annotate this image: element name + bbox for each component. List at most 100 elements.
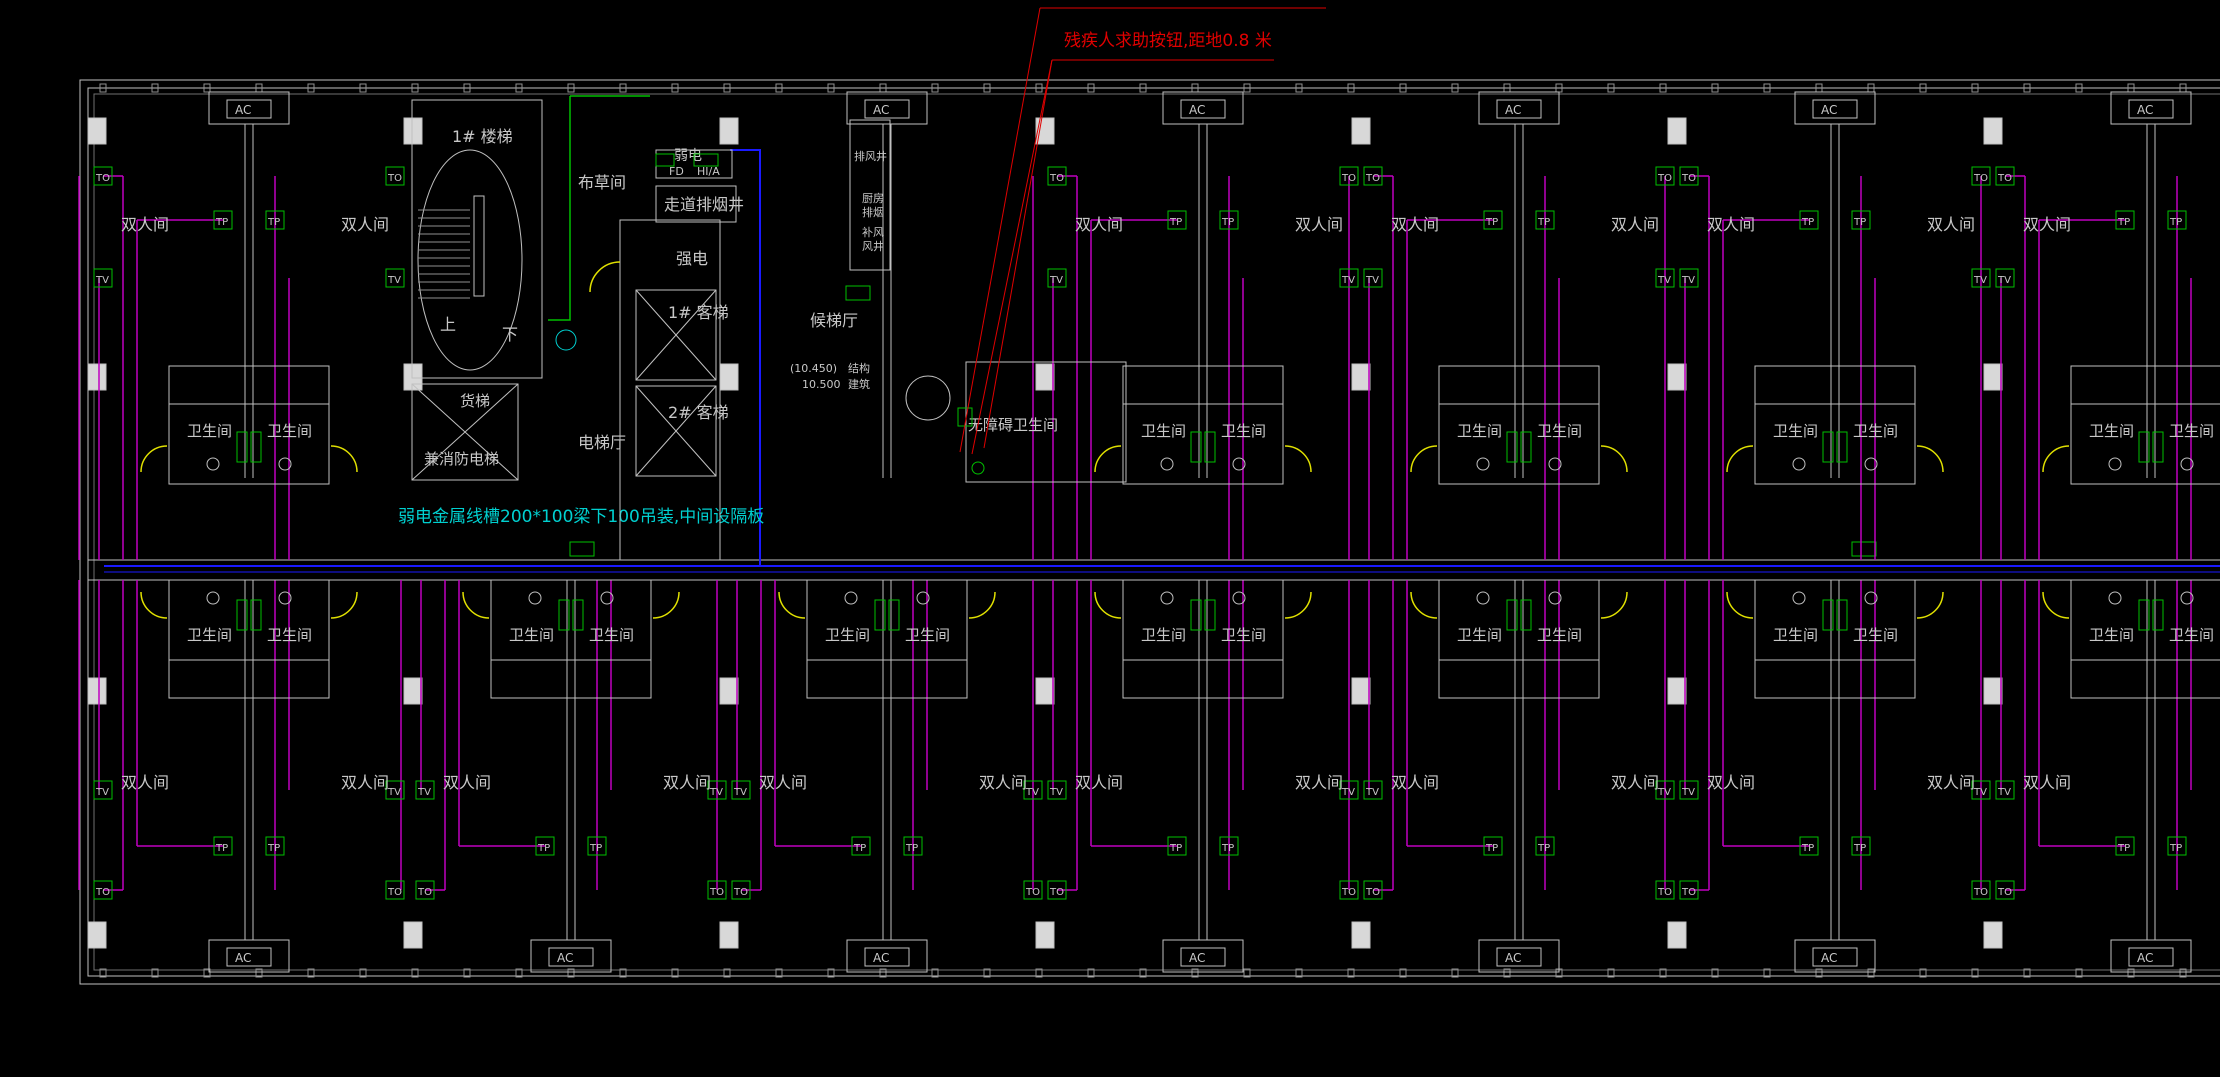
- door-swing: [330, 445, 358, 473]
- outlet-label: TO: [1049, 887, 1064, 898]
- outer-wall: [79, 79, 2220, 985]
- toilet-fixture: [844, 591, 858, 605]
- outlet-label: TV: [1681, 787, 1695, 798]
- ac-unit-inner: [2128, 99, 2174, 119]
- exhaust-shaft-label: 排风井: [854, 149, 887, 163]
- strong-elec-label: 强电: [676, 249, 708, 268]
- ap-device: [1851, 541, 1877, 557]
- door-swing: [1284, 591, 1312, 619]
- outlet-symbol: [535, 836, 555, 856]
- wall-tick: [671, 968, 679, 978]
- outlet-symbol: [1339, 166, 1359, 186]
- elevator-cross: [411, 383, 519, 481]
- wheelchair-turning-circle: [905, 375, 951, 421]
- outlet-label: TP: [589, 843, 602, 854]
- toilet-fixture: [278, 457, 292, 471]
- structural-column: [1035, 677, 1055, 705]
- elevator-1: [635, 289, 717, 381]
- outlet-symbol: [1995, 780, 2015, 800]
- outlet-label: TO: [1973, 173, 1988, 184]
- leb-box: [250, 599, 262, 631]
- ac-unit-inner: [864, 99, 910, 119]
- outlet-label: TP: [905, 843, 918, 854]
- outlet-symbol: [1219, 836, 1239, 856]
- wall-tick: [2023, 968, 2031, 978]
- wall-tick: [359, 968, 367, 978]
- outlet-label: TP: [1485, 843, 1498, 854]
- bathroom-label: 卫生间: [1221, 422, 1266, 440]
- toilet-fixture: [1160, 591, 1174, 605]
- outlet-label: TP: [215, 843, 228, 854]
- outlet-symbol: [1535, 836, 1555, 856]
- wall-tick: [827, 968, 835, 978]
- outlet-label: TV: [1341, 787, 1355, 798]
- bathroom-label: 卫生间: [825, 626, 870, 644]
- ac-label: AC: [235, 103, 251, 117]
- toilet-fixture: [528, 591, 542, 605]
- outlet-symbol: [1167, 210, 1187, 230]
- green-route: [548, 96, 571, 321]
- bathroom-block: [1438, 579, 1600, 699]
- outlet-symbol: [1483, 210, 1503, 230]
- wall-tick: [307, 83, 315, 93]
- ac-label: AC: [1505, 103, 1521, 117]
- wall-tick: [671, 83, 679, 93]
- stair-up-label: 上: [440, 315, 456, 334]
- leb-box: [2152, 431, 2164, 463]
- fire-elevator-label: 兼消防电梯: [424, 450, 499, 468]
- room-label: 双人间: [121, 215, 169, 234]
- accessible-wc: [965, 361, 1127, 483]
- toilet-fixture: [1864, 591, 1878, 605]
- wall-tick: [463, 83, 471, 93]
- junction-box: [655, 153, 675, 167]
- linen-room-label: 布草间: [578, 173, 626, 192]
- outlet-label: TO: [95, 173, 110, 184]
- door-swing: [1726, 591, 1754, 619]
- outlet-symbol: [415, 880, 435, 900]
- structural-column: [1035, 363, 1055, 391]
- outlet-label: TV: [733, 787, 747, 798]
- structural-column: [1035, 921, 1055, 949]
- bathroom-label: 卫生间: [187, 626, 232, 644]
- structural-column: [1351, 117, 1371, 145]
- ac-unit-inner: [1180, 99, 1226, 119]
- bathroom-label: 卫生间: [267, 626, 312, 644]
- door-swing: [1094, 445, 1122, 473]
- structural-column: [403, 363, 423, 391]
- room-label: 双人间: [1927, 773, 1975, 792]
- outlet-label: TP: [1853, 843, 1866, 854]
- room-label: 双人间: [443, 773, 491, 792]
- bathroom-label: 卫生间: [589, 626, 634, 644]
- wall-tick: [1763, 83, 1771, 93]
- outlet-label: TV: [1049, 275, 1063, 286]
- kitchen-shaft-label-1: 厨房: [862, 192, 884, 205]
- wall-tick: [463, 968, 471, 978]
- fd-label: FD: [669, 165, 684, 178]
- elevator1-label: 1# 客梯: [668, 303, 729, 322]
- outlet-symbol: [1047, 166, 1067, 186]
- bathroom-label: 卫生间: [1141, 422, 1186, 440]
- outlet-symbol: [1339, 880, 1359, 900]
- stair-down-label: 下: [502, 325, 518, 344]
- outlet-symbol: [1971, 880, 1991, 900]
- red-leader: [959, 7, 1041, 453]
- outlet-symbol: [93, 166, 113, 186]
- stair-curve: [417, 149, 523, 371]
- structural-column: [1983, 117, 2003, 145]
- wall-tick: [1659, 83, 1667, 93]
- outlet-symbol: [1679, 880, 1699, 900]
- bathroom-block: [1438, 365, 1600, 485]
- bathroom-label: 卫生间: [1537, 422, 1582, 440]
- wall-tick: [1399, 968, 1407, 978]
- outlet-label: TP: [1537, 843, 1550, 854]
- wall-tick: [1919, 83, 1927, 93]
- wall-tick: [983, 83, 991, 93]
- outlet-symbol: [265, 210, 285, 230]
- outlet-symbol: [1679, 268, 1699, 288]
- outlet-label: TP: [1169, 843, 1182, 854]
- wall-tick: [1243, 968, 1251, 978]
- outlet-symbol: [385, 166, 405, 186]
- outlet-label: TV: [1997, 787, 2011, 798]
- outlet-symbol: [1339, 268, 1359, 288]
